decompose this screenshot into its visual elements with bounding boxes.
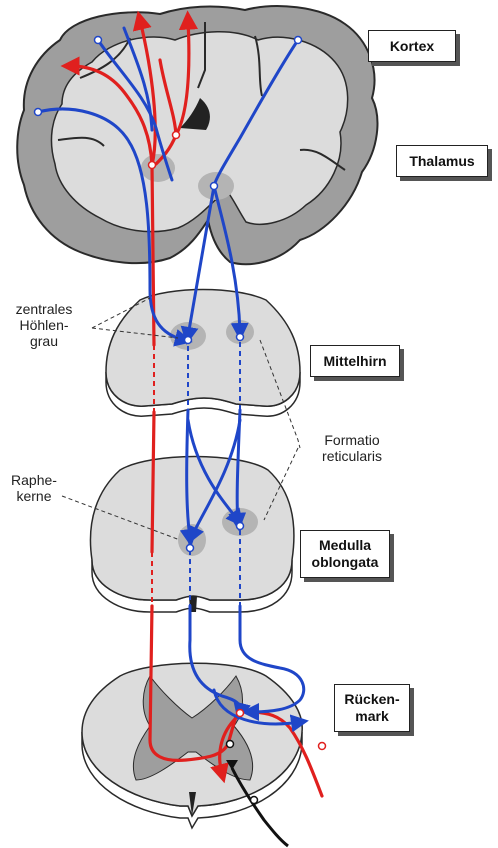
midbrain-slab — [106, 290, 300, 407]
label-formatio-reticularis: Formatio reticularis — [302, 432, 402, 464]
neuron-soma — [187, 545, 194, 552]
label-thalamus-box: Thalamus — [396, 145, 488, 177]
neuron-soma — [173, 132, 180, 139]
label-raphekerne: Raphe- kerne — [4, 472, 64, 504]
label-rueckenmark-box: Rücken- mark — [334, 684, 410, 732]
label-raphe-line1: Raphe- — [4, 472, 64, 488]
neuron-soma — [237, 523, 244, 530]
midbrain-section — [106, 290, 300, 417]
neuron-soma — [35, 109, 42, 116]
neuron-soma — [251, 797, 258, 804]
brain-section — [17, 6, 377, 264]
label-raphe-line2: kerne — [4, 488, 64, 504]
neuron-soma — [295, 37, 302, 44]
neuron-soma — [185, 337, 192, 344]
label-medulla-box: Medulla oblongata — [300, 530, 390, 578]
label-zentrales-hoehlengrau: zentrales Höhlen- grau — [2, 301, 86, 349]
neuron-soma — [237, 334, 244, 341]
label-zentrales-line1: zentrales — [2, 301, 86, 317]
white-matter — [51, 32, 347, 232]
neuron-soma — [95, 37, 102, 44]
label-kortex-box: Kortex — [368, 30, 456, 62]
neuron-soma — [237, 710, 244, 717]
neuron-soma — [211, 183, 218, 190]
label-mittelhirn-box: Mittelhirn — [310, 345, 400, 377]
label-rueckenmark-line2: mark — [355, 708, 388, 725]
label-zentrales-line3: grau — [2, 333, 86, 349]
neuron-soma — [227, 741, 234, 748]
neuron-soma — [149, 162, 156, 169]
label-formatio-line2: reticularis — [302, 448, 402, 464]
neuron-soma — [319, 743, 326, 750]
spinal-cord-section — [82, 663, 302, 828]
label-formatio-line1: Formatio — [302, 432, 402, 448]
label-mittelhirn: Mittelhirn — [324, 353, 387, 370]
label-medulla-line1: Medulla — [319, 537, 371, 554]
red-fiber-main — [152, 412, 154, 552]
label-kortex: Kortex — [390, 38, 434, 55]
label-rueckenmark-line1: Rücken- — [344, 691, 399, 708]
label-thalamus: Thalamus — [409, 153, 474, 170]
label-medulla-line2: oblongata — [312, 554, 379, 571]
label-zentrales-line2: Höhlen- — [2, 317, 86, 333]
